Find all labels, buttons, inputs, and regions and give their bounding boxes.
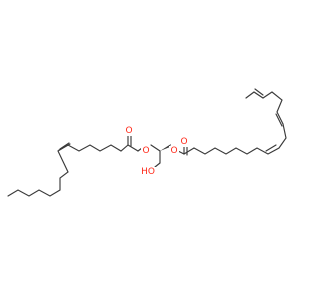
oxygen-label: O [125, 126, 132, 136]
oxygen-label: O [170, 146, 177, 156]
oxygen-label: O [142, 146, 149, 156]
glycerol-backbone [150, 144, 171, 168]
right-acyl-chain [193, 88, 287, 155]
left-acyl-chain [7, 142, 129, 197]
molecule-structure: O O O O HO [7, 88, 287, 197]
atom-labels: O O O O HO [124, 126, 189, 177]
hydroxyl-label: HO [141, 167, 155, 177]
oxygen-label: O [180, 137, 187, 147]
